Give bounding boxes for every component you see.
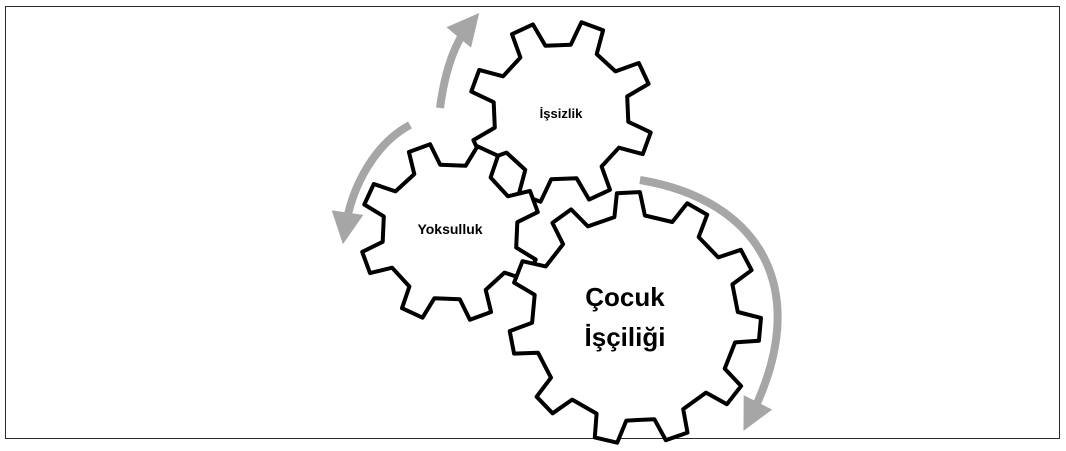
gear-label-unemployment: İşsizlik — [540, 106, 583, 121]
gear-label-child-labor-line1: Çocuk — [585, 282, 665, 312]
arrow-right-curve — [639, 176, 782, 431]
arrow-up-curve — [436, 12, 480, 109]
gear-unemployment — [469, 20, 653, 204]
gear-child-labor — [507, 190, 763, 445]
arrow-left-curve — [331, 121, 412, 245]
gear-label-child-labor-line2: İşçiliği — [585, 322, 666, 352]
gear-label-poverty: Yoksulluk — [417, 221, 482, 237]
